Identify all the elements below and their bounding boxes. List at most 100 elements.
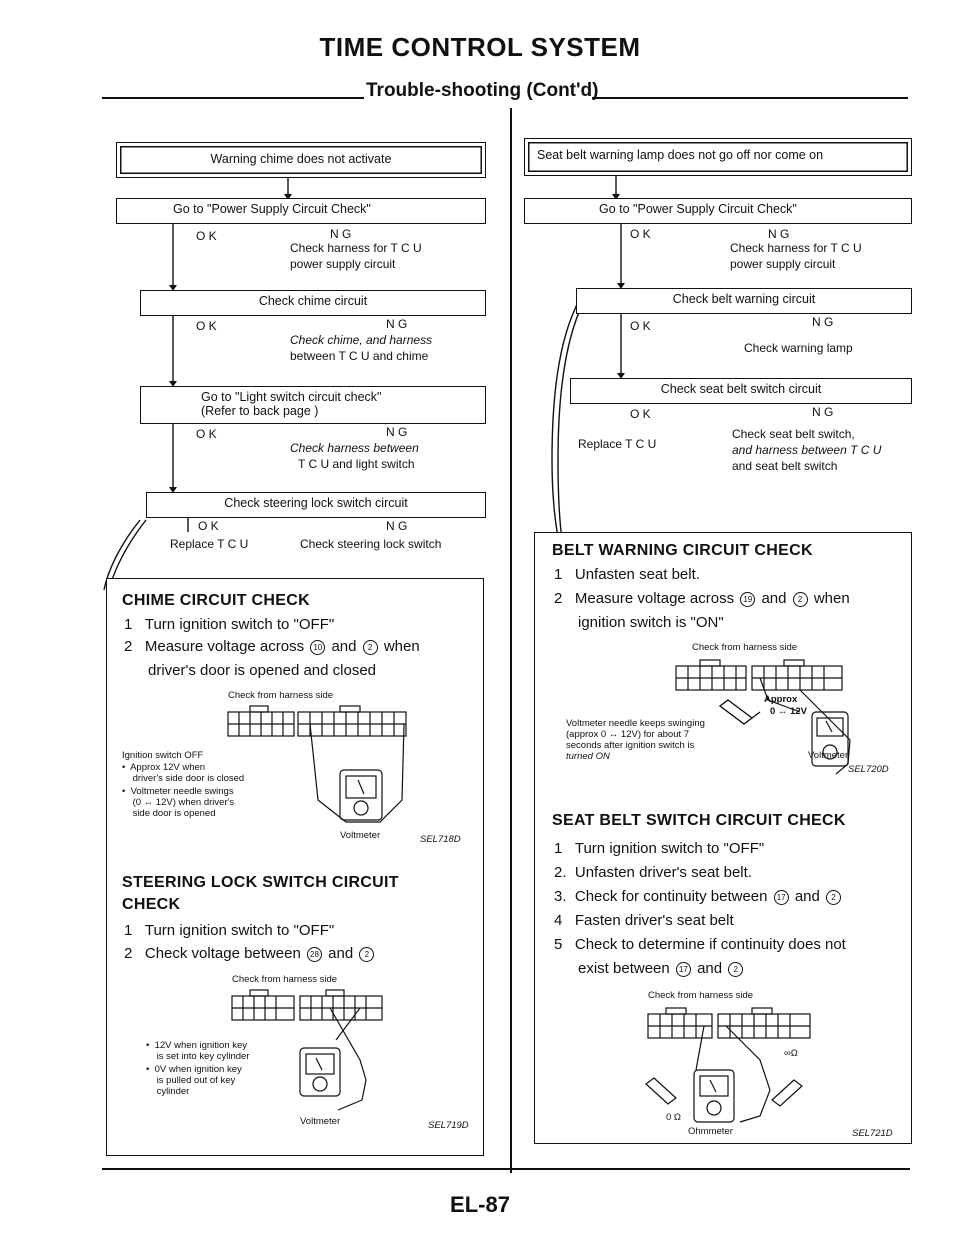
belt-note-line2: (approx 0 ↔ 12V) for about 7 (566, 729, 690, 740)
right-ng3-action: Check seat belt switch, and harness betw… (732, 426, 881, 474)
chime-step-2-and: and (331, 638, 357, 655)
belt-harness-side: Check from harness side (692, 642, 798, 653)
terminal-10-marker: 10 (310, 639, 326, 655)
chime-note-2-text: Voltmeter needle swings (130, 786, 234, 797)
left-ng2-line1: Check chime, and harness (290, 333, 433, 347)
terminal-28-marker: 28 (306, 946, 322, 962)
terminal-2e-marker: 2 (728, 961, 744, 977)
left-ng2-line2: between T C U and chime (290, 349, 429, 363)
belt-voltmeter-label: Voltmeter (808, 750, 849, 761)
right-ok3-action: Replace T C U (578, 437, 657, 451)
seatbelt-step-2-text: Unfasten driver's seat belt. (574, 864, 752, 881)
chime-voltmeter-label: Voltmeter (340, 830, 381, 841)
steering-step-1-text: Turn ignition switch to "OFF" (144, 922, 335, 939)
right-step3-text: Check seat belt switch circuit (660, 382, 822, 396)
seatbelt-step-5-cont: exist between 17 and 2 (578, 958, 745, 980)
chime-step-1-text: Turn ignition switch to "OFF" (144, 616, 335, 633)
steering-harness-side: Check from harness side (232, 974, 338, 985)
belt-step-2-and: and (761, 590, 787, 607)
right-ng1: N G (768, 227, 790, 241)
seatbelt-step-3: 3. Check for continuity between 17 and 2 (554, 886, 843, 908)
left-step2-text: Check chime circuit (258, 294, 368, 308)
right-check-panel (534, 532, 912, 1144)
belt-figure-code: SEL720D (848, 764, 889, 775)
steering-note-1: • 12V when ignition key is set into key … (146, 1040, 250, 1062)
page-title: TIME CONTROL SYSTEM (319, 32, 641, 62)
seatbelt-inf-ohm: ∞Ω (784, 1048, 798, 1059)
chime-harness-side: Check from harness side (228, 690, 334, 701)
steering-step-1: 1 Turn ignition switch to "OFF" (124, 922, 335, 939)
belt-step-2-text: Measure voltage across (574, 590, 735, 607)
terminal-17-marker: 17 (773, 889, 789, 905)
seatbelt-step-3-text: Check for continuity between (574, 888, 768, 905)
left-ng2: N G (386, 317, 408, 331)
right-ok1: O K (630, 227, 651, 241)
chime-figure-code: SEL718D (420, 834, 461, 845)
steering-note-2-text: 0V when ignition key (154, 1064, 242, 1075)
belt-step-2: 2 Measure voltage across 19 and 2 when (554, 590, 850, 607)
left-check-panel (106, 578, 484, 1156)
chime-note-2c-text: side door is opened (132, 808, 216, 819)
page-number: EL-87 (450, 1192, 510, 1217)
left-ok3: O K (196, 427, 217, 441)
left-step3-box: Go to "Light switch circuit check" (Refe… (140, 386, 486, 424)
terminal-2b-marker: 2 (359, 946, 375, 962)
chime-step-2-cont: driver's door is opened and closed (148, 662, 377, 679)
seatbelt-step-5b-text: exist between (578, 960, 670, 977)
steering-voltmeter-label: Voltmeter (300, 1116, 341, 1127)
right-start-text: Seat belt warning lamp does not go off n… (537, 148, 824, 162)
right-ng3-line2: and harness between T C U (732, 443, 882, 457)
left-step4-text: Check steering lock switch circuit (224, 496, 408, 510)
chime-step-1: 1 Turn ignition switch to "OFF" (124, 616, 335, 633)
left-ng3-line2: T C U and light switch (298, 457, 415, 471)
belt-step-2-when: when (813, 590, 850, 607)
chime-note-2: • Voltmeter needle swings (0 ↔ 12V) when… (122, 786, 235, 819)
seatbelt-step-4: 4 Fasten driver's seat belt (554, 912, 734, 929)
steering-note-1b-text: is set into key cylinder (156, 1051, 250, 1062)
right-ok3: O K (630, 407, 651, 421)
seatbelt-figure-code: SEL721D (852, 1128, 893, 1139)
left-ok4-action: Replace T C U (170, 537, 249, 551)
left-ng3-action: Check harness between T C U and light sw… (290, 440, 419, 472)
right-step2-box: Check belt warning circuit (576, 288, 912, 314)
left-ng1-line1: Check harness for T C U (290, 241, 422, 255)
belt-step-2-cont: ignition switch is "ON" (578, 614, 724, 631)
belt-note-line1: Voltmeter needle keeps swinging (566, 718, 705, 729)
seatbelt-check-title: SEAT BELT SWITCH CIRCUIT CHECK (552, 812, 846, 829)
left-ng4-action: Check steering lock switch (300, 537, 442, 551)
left-step4-box: Check steering lock switch circuit (146, 492, 486, 518)
seatbelt-ohmmeter-label: Ohmmeter (688, 1126, 733, 1137)
chime-note-1b-text: driver's side door is closed (132, 773, 245, 784)
left-step2-box: Check chime circuit (140, 290, 486, 316)
right-ng3-line1: Check seat belt switch, (732, 427, 855, 441)
right-step2-text: Check belt warning circuit (672, 292, 816, 306)
right-ng3-line3: and seat belt switch (732, 459, 838, 473)
left-step3-text: Go to "Light switch circuit check" (201, 390, 382, 404)
left-ok1: O K (196, 229, 217, 243)
chime-step-2-text: Measure voltage across (144, 638, 305, 655)
right-ng3: N G (812, 405, 834, 419)
steering-step-2-text: Check voltage between (144, 945, 301, 962)
terminal-17b-marker: 17 (675, 961, 691, 977)
left-ok2: O K (196, 319, 217, 333)
seatbelt-step-4-text: Fasten driver's seat belt (574, 912, 734, 929)
steering-step-2-and: and (328, 945, 354, 962)
right-step3-box: Check seat belt switch circuit (570, 378, 912, 404)
belt-step-1-text: Unfasten seat belt. (574, 566, 700, 583)
steering-note-1-text: 12V when ignition key (154, 1040, 248, 1051)
belt-note-line3: seconds after ignition switch is (566, 740, 695, 751)
seatbelt-zero-ohm: 0 Ω (666, 1112, 682, 1123)
chime-note-2b-text: (0 ↔ 12V) when driver's (132, 797, 235, 808)
seatbelt-step-5: 5 Check to determine if continuity does … (554, 936, 846, 953)
steering-note-2b-text: is pulled out of key (156, 1075, 236, 1086)
right-start-box: Seat belt warning lamp does not go off n… (524, 138, 912, 176)
seatbelt-step-5-text: Check to determine if continuity does no… (574, 936, 846, 953)
seatbelt-step-2: 2. Unfasten driver's seat belt. (554, 864, 752, 881)
steering-step-2: 2 Check voltage between 28 and 2 (124, 943, 376, 965)
right-step1-box: Go to "Power Supply Circuit Check" (524, 198, 912, 224)
belt-approx-label: Approx (764, 694, 798, 705)
